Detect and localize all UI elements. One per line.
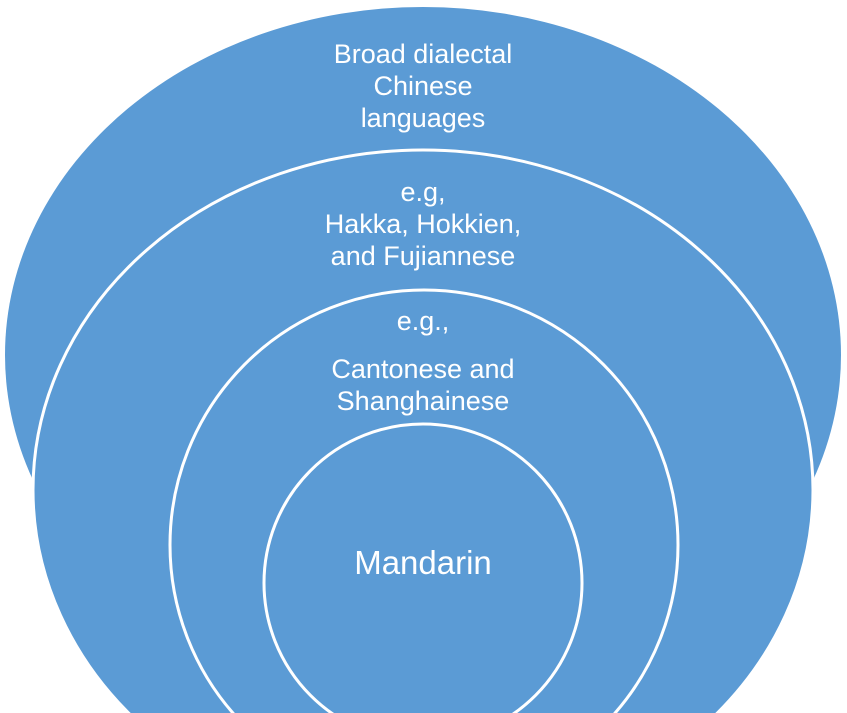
label-core-mandarin: Mandarin xyxy=(354,544,492,581)
circle-core-mandarin[interactable] xyxy=(262,422,584,713)
label-ring-cantonese-shanghainese-lead: e.g., xyxy=(396,306,450,336)
label-outer-broad-dialectal: Broad dialectal Chinese languages xyxy=(333,39,513,133)
label-ring-cantonese-shanghainese: Cantonese and Shanghainese xyxy=(331,354,515,416)
label-ring-hakka-hokkien-fujiannese: e.g, Hakka, Hokkien, and Fujiannese xyxy=(324,177,522,271)
